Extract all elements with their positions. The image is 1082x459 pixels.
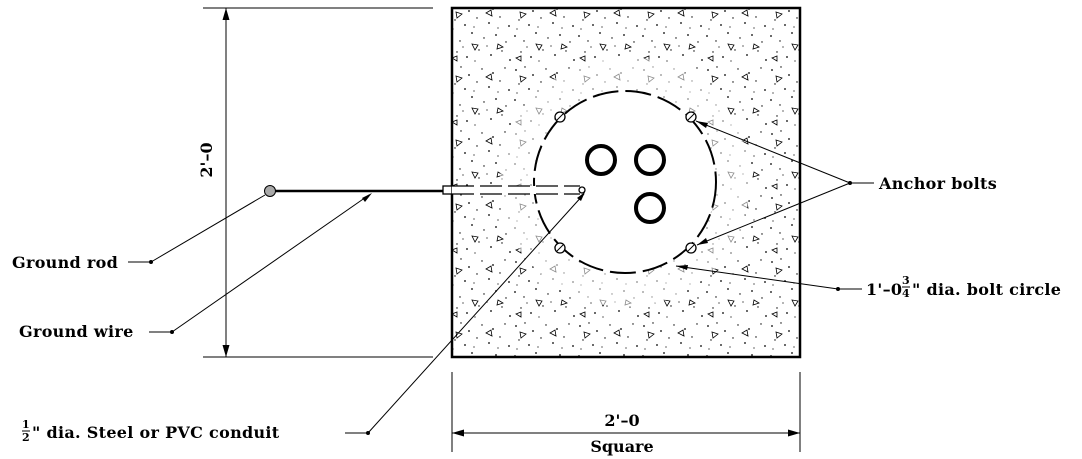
height-dimension-label: 2'–0 <box>197 142 216 177</box>
anchor-bolt-hatch <box>556 244 564 252</box>
bolt-circle <box>533 90 717 274</box>
ground-rod-icon <box>264 185 276 197</box>
ground-conduit-stub <box>442 185 453 195</box>
leader-arrow-conduit <box>577 192 585 201</box>
bolt-circle-interior <box>534 91 716 273</box>
anchor-bolt-hatch <box>556 113 564 121</box>
leader-dot-ground-wire <box>170 330 174 334</box>
label-conduit-text: " dia. Steel or PVC conduit <box>32 423 280 442</box>
leader-arrow-anchor-bottom <box>697 238 708 245</box>
ground-conduit-sleeve <box>452 185 580 195</box>
label-bolt-circle-fraction-denominator: 4 <box>902 287 910 300</box>
anchor-bolt-hatch <box>687 244 695 252</box>
leader-dot-conduit <box>366 431 370 435</box>
width-dimension <box>451 372 801 452</box>
conduit-icon <box>634 192 666 224</box>
width-dimension-label: 2'–0 <box>604 411 639 430</box>
label-conduit-fraction-denominator: 2 <box>22 431 30 444</box>
label-conduit: 1 2 " dia. Steel or PVC conduit <box>22 418 280 444</box>
label-bolt-circle-text: " dia. bolt circle <box>912 280 1061 299</box>
leader-dot-ground-rod <box>149 260 153 264</box>
leader-ground-rod <box>128 194 266 263</box>
label-ground-wire: Ground wire <box>19 322 134 341</box>
leader-conduit <box>345 193 585 434</box>
ground-conduit-end <box>578 186 586 194</box>
leader-anchor-bolts <box>695 120 874 246</box>
label-bolt-circle: 1'–0 3 4 " dia. bolt circle <box>866 274 1061 300</box>
leader-arrow-anchor-top <box>696 121 708 128</box>
height-dimension <box>203 7 433 358</box>
leader-bolt-circle <box>675 265 862 290</box>
leader-ground-wire <box>149 194 370 333</box>
conduit-icon <box>634 144 666 176</box>
label-ground-rod: Ground rod <box>12 253 118 272</box>
leader-dot-anchor-bolts <box>848 181 852 185</box>
leader-dot-bolt-circle <box>836 287 840 291</box>
label-bolt-circle-fraction-numerator: 3 <box>902 274 910 287</box>
label-bolt-circle-prefix: 1'–0 <box>866 280 902 299</box>
leader-arrow-bolt-circle <box>676 265 688 270</box>
width-dimension-note: Square <box>590 437 653 456</box>
conduit-icon <box>585 144 617 176</box>
label-anchor-bolts: Anchor bolts <box>878 174 997 193</box>
anchor-bolt-hatch <box>687 113 695 121</box>
leader-arrow-ground-wire <box>362 193 372 202</box>
label-conduit-fraction-numerator: 1 <box>22 418 30 431</box>
